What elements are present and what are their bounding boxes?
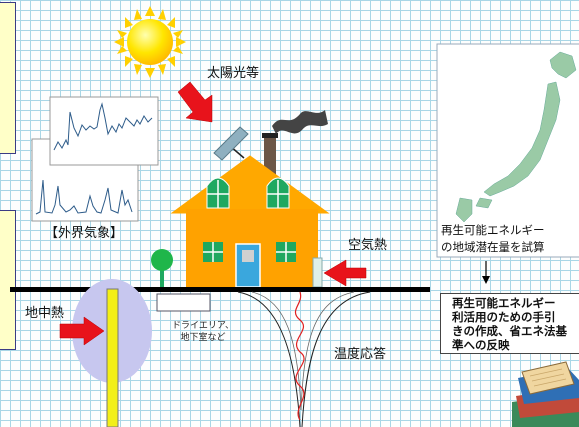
- tree-icon: [151, 249, 173, 289]
- guide-line4: 準への反映: [452, 338, 510, 352]
- potential-line1: 再生可能エネルギー: [441, 223, 545, 237]
- sunlight-label: 太陽光等: [207, 66, 260, 81]
- solar-panel-icon: [213, 126, 249, 161]
- dry-area-label-line1: ドライエリア、: [171, 321, 234, 331]
- chimney-smoke-icon: [272, 110, 328, 134]
- temperature-response-curves: [237, 291, 371, 427]
- temperature-response-label: 温度応答: [334, 347, 387, 362]
- dry-area-box: [156, 293, 211, 312]
- note-box-bottom: [0, 210, 16, 350]
- books-icon: [512, 361, 579, 427]
- guide-line1: 再生可能エネルギー: [452, 296, 556, 310]
- guide-line2: 利活用のための手引: [452, 310, 556, 324]
- arrow-down-icon: [482, 261, 490, 284]
- weather-chart-icon: [31, 96, 159, 222]
- dry-area-label-line2: 地下室など: [180, 333, 226, 343]
- sunlight-arrow: [177, 81, 213, 123]
- potential-line2: の地域潜在量を試算: [441, 240, 545, 254]
- air-heat-label: 空気熱: [348, 238, 388, 253]
- dry-area-label: ドライエリア、 地下室など: [158, 320, 248, 344]
- japan-map-icon: [436, 43, 579, 258]
- guide-policy-box: 再生可能エネルギー 利活用のための手引 きの作成、省エネ法基 準への反映: [440, 293, 579, 354]
- ground-heat-label: 地中熱: [25, 306, 65, 321]
- ground-line: [10, 287, 430, 292]
- house-icon: [170, 110, 330, 288]
- external-weather-label: 【外界気象】: [45, 226, 124, 241]
- potential-estimate-label: 再生可能エネルギー の地域潜在量を試算: [441, 222, 579, 256]
- note-box-top: [0, 2, 16, 154]
- guide-line3: きの作成、省エネ法基: [452, 324, 567, 338]
- ground-heat-arrow: [59, 316, 105, 346]
- sun-icon: [114, 6, 186, 78]
- ground-pipe: [106, 288, 119, 427]
- air-heat-unit-icon: [312, 257, 323, 288]
- air-heat-arrow: [323, 259, 367, 287]
